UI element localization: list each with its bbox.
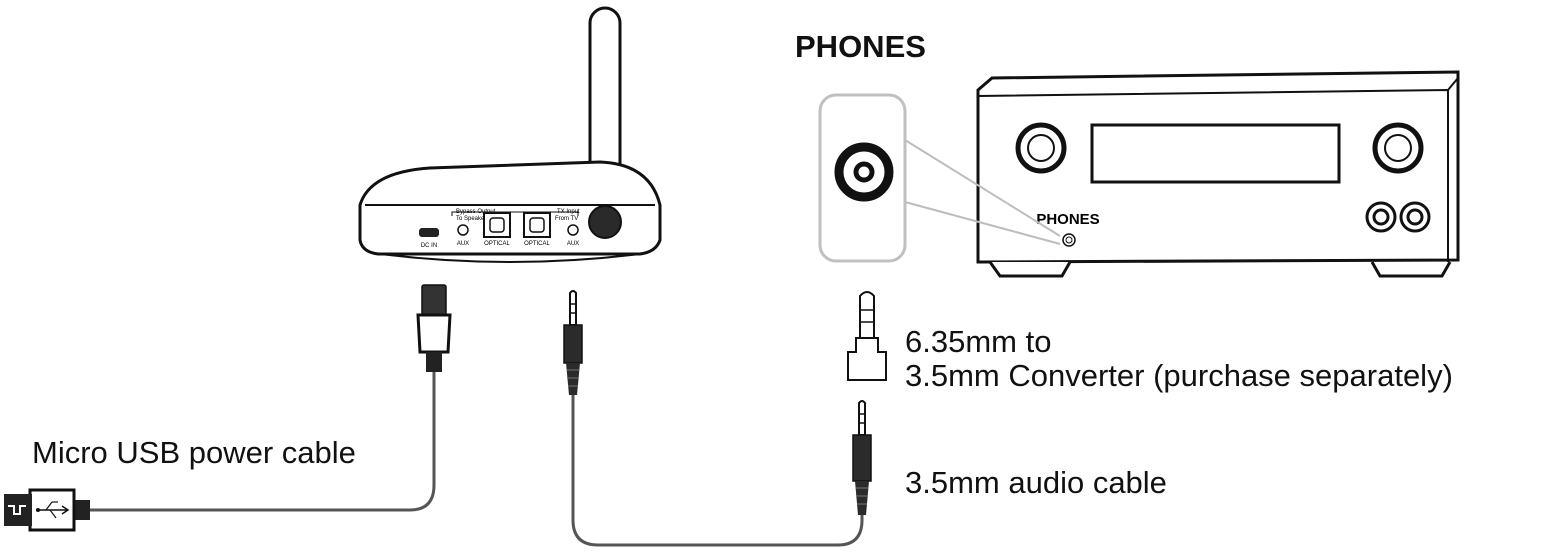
usb-cable-wire <box>90 372 436 512</box>
micro-usb-port <box>419 228 439 237</box>
transmitter-body <box>358 160 662 256</box>
dc-in-label: DC IN <box>421 243 437 249</box>
optical-left-label: OPTICAL <box>484 241 510 247</box>
phones-jack-callout <box>818 93 1061 263</box>
audio-cable-wire <box>571 395 864 547</box>
aux-right-label: AUX <box>567 241 579 247</box>
aux-port-right <box>567 224 579 236</box>
bluetooth-transmitter: DC IN Bypass Output To Speaker AUX OPTIC… <box>358 6 662 263</box>
audio-cable <box>563 290 872 547</box>
converter-label-line1: 6.35mm to <box>905 324 1052 359</box>
page-heading: PHONES <box>795 29 926 64</box>
aux-port-left <box>457 224 469 236</box>
audio-cable-label: 3.5mm audio cable <box>905 465 1167 500</box>
from-tv-label: From TV <box>555 216 578 222</box>
audio-plug-left <box>563 290 583 395</box>
converter-label-line2: 3.5mm Converter (purchase separately) <box>905 358 1453 393</box>
optical-right-label: OPTICAL <box>524 241 550 247</box>
converter-adapter <box>847 291 887 381</box>
amplifier: PHONES <box>976 70 1460 278</box>
micro-usb-cable <box>4 284 452 532</box>
aux-left-label: AUX <box>457 241 469 247</box>
amplifier-display <box>1090 123 1341 184</box>
antenna-base <box>588 205 622 239</box>
amplifier-foot-left <box>988 261 1072 278</box>
audio-plug-right <box>852 400 872 515</box>
micro-usb-plug <box>421 284 447 316</box>
usb-cable-label: Micro USB power cable <box>32 435 356 470</box>
usb-symbol-icon <box>36 501 70 519</box>
amplifier-foot-right <box>1370 261 1452 278</box>
usb-a-plug <box>4 488 90 532</box>
amplifier-phones-label: PHONES <box>1036 211 1099 228</box>
to-speaker-label: To Speaker <box>456 216 486 222</box>
